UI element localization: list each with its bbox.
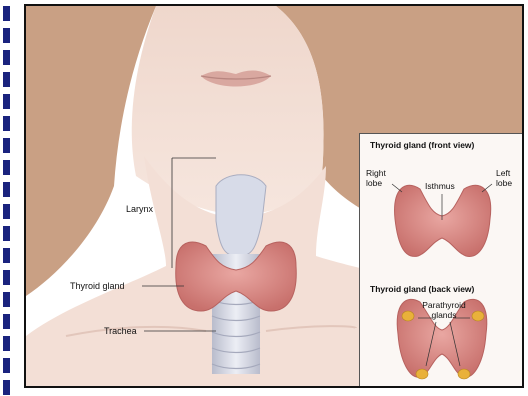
stripe-dash	[3, 116, 10, 131]
left-dashed-stripe	[0, 0, 14, 396]
stripe-dash	[3, 336, 10, 351]
stripe-dash	[3, 270, 10, 285]
stripe-dash	[3, 28, 10, 43]
stripe-dash	[3, 50, 10, 65]
stripe-dash	[3, 6, 10, 21]
stripe-dash	[3, 380, 10, 395]
front-view-thyroid	[395, 185, 491, 256]
trachea-label: Trachea	[104, 326, 137, 336]
stripe-dash	[3, 138, 10, 153]
stripe-dash	[3, 204, 10, 219]
stripe-dash	[3, 314, 10, 329]
stripe-dash	[3, 160, 10, 175]
stripe-dash	[3, 94, 10, 109]
inset-drawings	[360, 134, 524, 388]
stripe-dash	[3, 182, 10, 197]
stripe-dash	[3, 248, 10, 263]
larynx-label: Larynx	[126, 204, 153, 214]
stripe-dash	[3, 72, 10, 87]
stripe-dash	[3, 292, 10, 307]
stripe-dash	[3, 226, 10, 241]
back-view-title: Thyroid gland (back view)	[370, 284, 474, 294]
illustration-frame: Larynx Thyroid gland Trachea Thyroid gla…	[24, 4, 524, 388]
thyroid-gland-label: Thyroid gland	[70, 281, 125, 291]
stripe-dash	[3, 358, 10, 373]
